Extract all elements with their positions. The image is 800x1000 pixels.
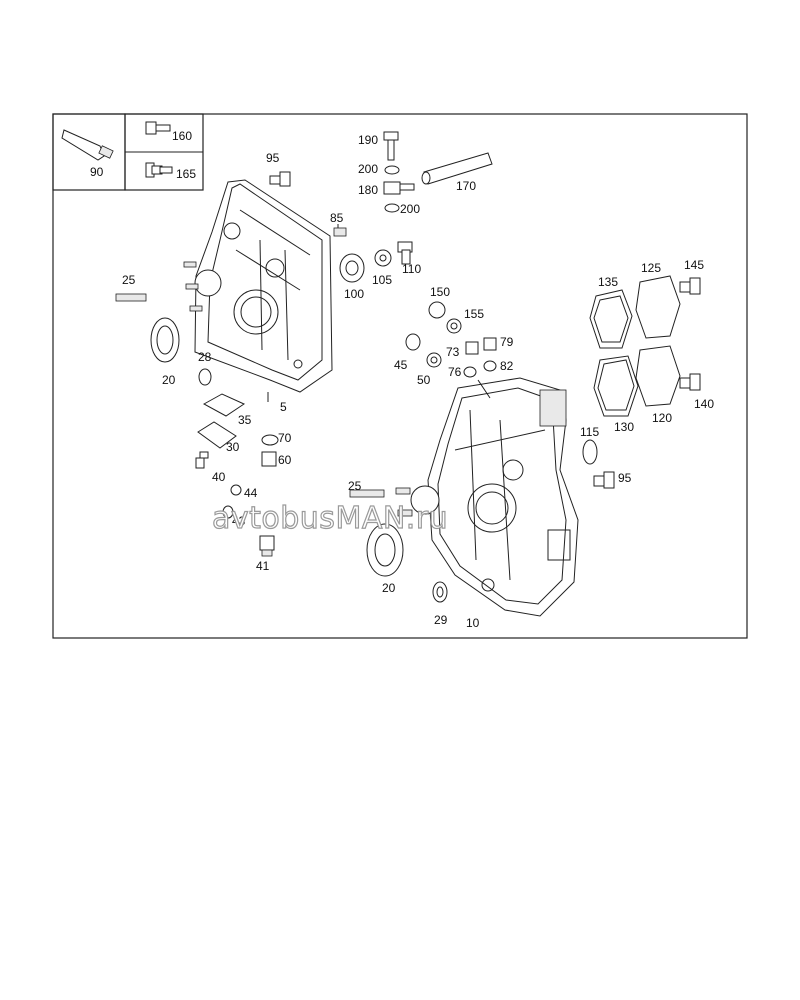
callout-200: 200: [358, 162, 378, 176]
callout-5: 5: [280, 400, 287, 414]
callout-28: 28: [198, 350, 212, 364]
callout-150: 150: [430, 285, 450, 299]
flywheel-housing-left: [183, 179, 333, 393]
callout-79: 79: [500, 335, 514, 349]
diagram-frame: [52, 113, 748, 639]
callout-105: 105: [372, 273, 392, 287]
callout-60: 60: [278, 453, 292, 467]
callout-155: 155: [464, 307, 484, 321]
callout-170: 170: [456, 179, 476, 193]
callout-165: 165: [176, 167, 196, 181]
callout-73: 73: [446, 345, 460, 359]
callout-41: 41: [256, 559, 270, 573]
callout-29: 29: [434, 613, 448, 627]
bolt-icon: [145, 121, 171, 135]
callout-110: 110: [402, 262, 421, 276]
leader-lines: [267, 224, 491, 402]
callout-82: 82: [500, 359, 514, 373]
callout-95-right: 95: [618, 471, 632, 485]
callout-40: 40: [212, 470, 226, 484]
small-parts: [115, 131, 701, 603]
bolt-washer-icon: [145, 162, 173, 178]
callout-45: 45: [394, 358, 408, 372]
callout-125: 125: [641, 261, 661, 275]
callout-30: 30: [226, 440, 240, 454]
grease-tube-icon: [61, 129, 114, 161]
callout-20: 20: [162, 373, 176, 387]
callout-85: 85: [330, 211, 344, 225]
callout-44: 44: [244, 486, 258, 500]
callout-25: 25: [122, 273, 136, 287]
callout-120: 120: [652, 411, 672, 425]
callout-145: 145: [684, 258, 704, 272]
callout-180: 180: [358, 183, 378, 197]
flywheel-housing-right: [395, 377, 579, 617]
callout-100: 100: [344, 287, 364, 301]
legend-box: [52, 113, 204, 191]
callout-70: 70: [278, 431, 292, 445]
callout-135: 135: [598, 275, 618, 289]
callout-95: 95: [266, 151, 280, 165]
callout-190: 190: [358, 133, 378, 147]
callout-20-right: 20: [382, 581, 396, 595]
callout-35: 35: [238, 413, 252, 427]
callout-43: 43: [232, 514, 246, 528]
callout-labels: 90 160 165 95 190 200 180 200 170 85 100…: [90, 129, 714, 630]
callout-115: 115: [580, 425, 599, 439]
watermark-text: avtobusMAN.ru: [212, 501, 448, 536]
shaft-part: [421, 152, 493, 185]
callout-25-right: 25: [348, 479, 362, 493]
callout-50: 50: [417, 373, 431, 387]
callout-140: 140: [694, 397, 714, 411]
callout-130: 130: [614, 420, 634, 434]
callout-76: 76: [448, 365, 462, 379]
callout-160: 160: [172, 129, 192, 143]
callout-90: 90: [90, 165, 104, 179]
callout-200-lower: 200: [400, 202, 420, 216]
callout-10: 10: [466, 616, 480, 630]
